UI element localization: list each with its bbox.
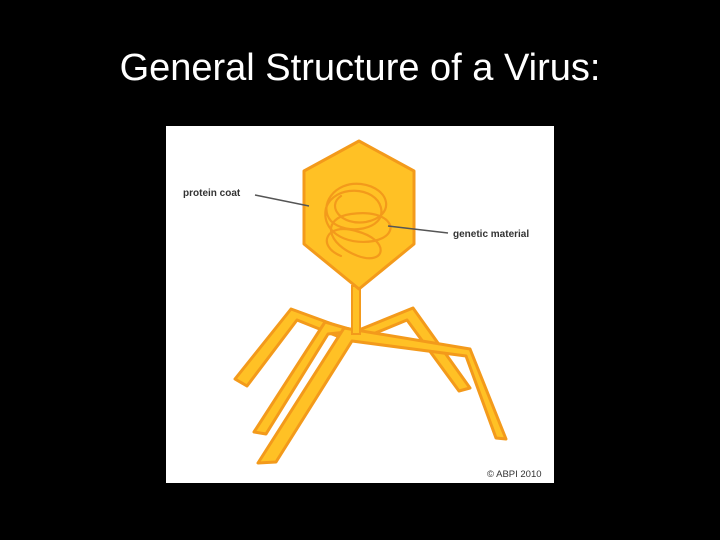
virus-diagram: protein coat genetic material © ABPI 201…	[166, 126, 554, 483]
tail-sheath	[351, 285, 361, 335]
capsid-head	[302, 139, 416, 291]
genetic-material-label: genetic material	[453, 229, 529, 240]
tail-fiber-front-main	[256, 326, 508, 465]
genetic-material-coil	[324, 182, 392, 260]
protein-coat-pointer	[254, 194, 310, 207]
genetic-material-pointer	[387, 225, 449, 234]
virus-diagram-svg: protein coat genetic material © ABPI 201…	[183, 139, 542, 480]
copyright-notice: © ABPI 2010	[487, 469, 542, 480]
protein-coat-label: protein coat	[183, 188, 241, 199]
tail-fiber-front-left	[252, 320, 358, 436]
tail-fibers	[233, 306, 508, 465]
slide-title: General Structure of a Virus:	[119, 47, 601, 89]
